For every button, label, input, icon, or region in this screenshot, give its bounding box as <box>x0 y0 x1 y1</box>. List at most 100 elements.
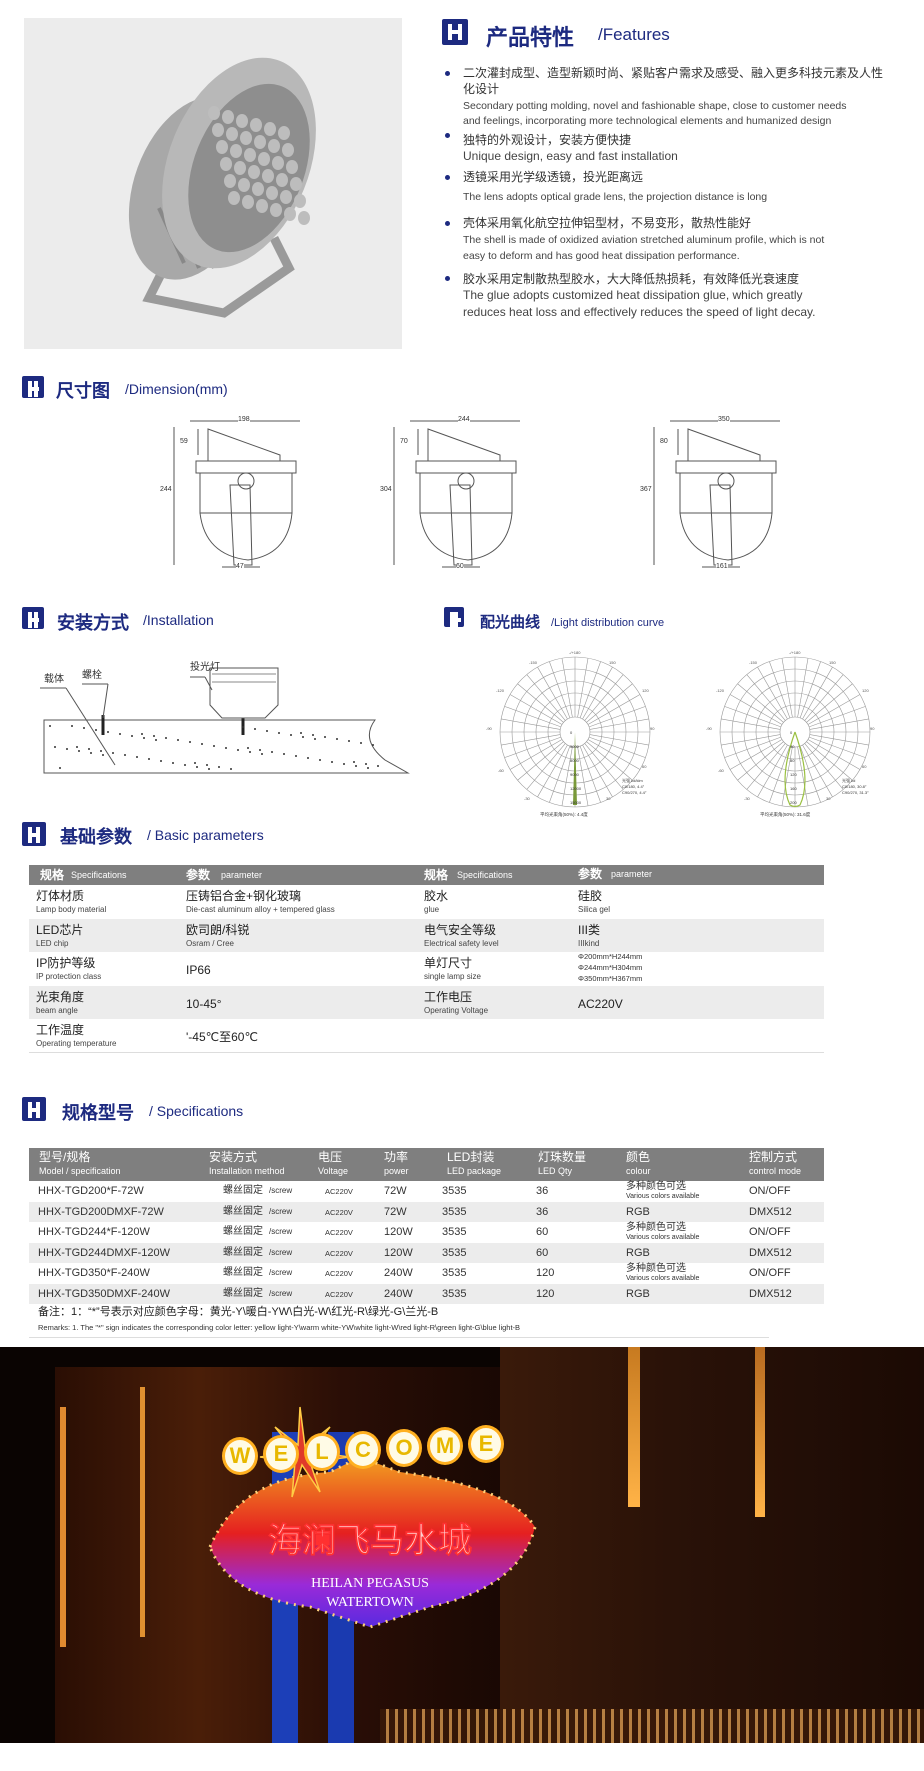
header-cell: 控制方式 <box>749 1150 798 1164</box>
dim-height: 244 <box>160 485 172 494</box>
aggregate-dot <box>302 736 304 738</box>
sign-cn: 海澜飞马水城 <box>268 1522 472 1560</box>
aggregate-dot <box>312 734 314 736</box>
led-bead <box>258 152 270 166</box>
spec-name-en: IP protection class <box>36 972 102 981</box>
polar-spoke <box>561 658 573 718</box>
polar-spoke <box>769 745 791 803</box>
welcome-letter: E <box>263 1435 299 1473</box>
colour-cell: RGB <box>626 1287 650 1300</box>
aggregate-dot <box>54 746 56 748</box>
divider <box>29 1337 769 1338</box>
install-en: /screw <box>269 1227 293 1236</box>
welcome-letter: C <box>345 1431 381 1469</box>
colour-cell: 多种颜色可选 <box>626 1222 686 1233</box>
dimension-title: 尺寸图 <box>56 381 110 401</box>
install-en: /screw <box>269 1268 293 1277</box>
led-bead <box>216 140 228 154</box>
table-row: HHX-TGD244DMXF-120W 螺丝固定/screw AC220V 12… <box>29 1242 824 1263</box>
ring-label: 12000 <box>570 786 582 791</box>
voltage-cell: AC220V <box>325 1228 353 1237</box>
welcome-letter: O <box>386 1429 422 1467</box>
polar-spoke <box>808 736 866 758</box>
feature-cn: 胶水采用定制散热型胶水，大大降低热损耗，有效降低光衰速度 <box>463 272 800 286</box>
header-cell: 安装方式 <box>209 1150 258 1164</box>
aggregate-dot <box>343 763 345 765</box>
install-cell: 螺丝固定 <box>223 1246 263 1258</box>
aggregate-dot <box>49 725 51 727</box>
angle-label: 60 <box>642 764 647 769</box>
bullet-icon <box>445 133 450 138</box>
header-cell: 参数 <box>578 867 603 881</box>
colour-en: Various colors available <box>626 1193 700 1200</box>
spec-value: 硅胶 <box>578 889 603 903</box>
beam-angle-caption: 平均光束角(50%): 31.6度 <box>760 812 811 817</box>
header-cell: 功率 <box>384 1150 409 1164</box>
led-bead <box>250 118 262 132</box>
table-row: HHX-TGD200DMXF-72W 螺丝固定/screw AC220V 72W… <box>29 1201 824 1222</box>
legend-entry: C90/270, 4.4° <box>622 790 647 795</box>
welcome-letter: W <box>222 1437 258 1475</box>
beam-angle-caption: 平均光束角(50%): 4.4度 <box>540 812 588 817</box>
control-cell: DMX512 <box>749 1246 792 1259</box>
dim-top: 70 <box>400 438 408 445</box>
legend-entry: 光强 cd <box>842 778 856 783</box>
aggregate-dot <box>365 763 367 765</box>
package-cell: 3535 <box>442 1205 467 1218</box>
angle-label: 30 <box>826 796 831 801</box>
angle-label: 90 <box>650 726 655 731</box>
welcome-letter: L <box>304 1433 340 1471</box>
polar-spoke <box>588 706 646 728</box>
floodlight-product-icon <box>128 57 316 318</box>
spec-name-en: LED chip <box>36 938 69 948</box>
spec-value: AC220V <box>578 996 623 1011</box>
polar-spoke <box>809 734 869 746</box>
ring-label: 120 <box>790 772 797 777</box>
colour-cell: RGB <box>626 1246 650 1259</box>
aggregate-dot <box>136 756 138 758</box>
ring-label: 80 <box>790 758 795 763</box>
distribution-curve <box>573 732 577 805</box>
aggregate-dot <box>367 767 369 769</box>
feature-en: The shell is made of oxidized aviation s… <box>463 234 825 246</box>
model-cell: HHX-TGD244DMXF-120W <box>38 1246 171 1259</box>
aggregate-dot <box>119 733 121 735</box>
dim-top: 80 <box>660 438 668 445</box>
aggregate-dot <box>148 758 150 760</box>
aggregate-dot <box>102 754 104 756</box>
polar-spoke <box>757 744 788 798</box>
header-cell-en: Model / specification <box>39 1166 121 1176</box>
led-bead <box>266 186 278 200</box>
aggregate-dot <box>153 735 155 737</box>
power-cell: 72W <box>384 1205 407 1218</box>
led-bead <box>226 127 238 141</box>
install-cell: 螺丝固定 <box>223 1287 263 1299</box>
qty-cell: 60 <box>536 1226 549 1238</box>
polar-spoke <box>737 741 784 781</box>
spec-value-en: Silica gel <box>578 905 611 914</box>
spec-name-en: Electrical safety level <box>424 938 499 948</box>
install-cell: 螺丝固定 <box>223 1267 263 1278</box>
light-distribution-title: 配光曲线 <box>480 614 541 631</box>
header-cell: 规格 <box>424 868 449 882</box>
aggregate-dot <box>165 737 167 739</box>
aggregate-dot <box>208 768 210 770</box>
aggregate-dot <box>271 751 273 753</box>
led-bead <box>262 169 274 183</box>
polar-spoke <box>526 674 566 721</box>
lamp-outline-icon <box>173 420 300 568</box>
feature-en: Unique design, easy and fast installatio… <box>463 149 678 163</box>
spec-value: III类 <box>578 922 601 937</box>
angle-label: -150 <box>749 660 758 665</box>
ring-label: 8000 <box>570 758 579 763</box>
polar-spoke <box>781 746 793 806</box>
aggregate-dot <box>324 736 326 738</box>
angle-label: 30 <box>606 796 611 801</box>
installation-diagram: 载体 螺栓 投光灯 <box>40 660 440 790</box>
polar-spoke <box>802 666 833 720</box>
table-row: HHX-TGD200*F-72W 螺丝固定/screw AC220V 72W 3… <box>29 1181 824 1201</box>
aggregate-dot <box>372 744 374 746</box>
install-en: /screw <box>269 1186 293 1195</box>
led-bead <box>222 110 234 124</box>
